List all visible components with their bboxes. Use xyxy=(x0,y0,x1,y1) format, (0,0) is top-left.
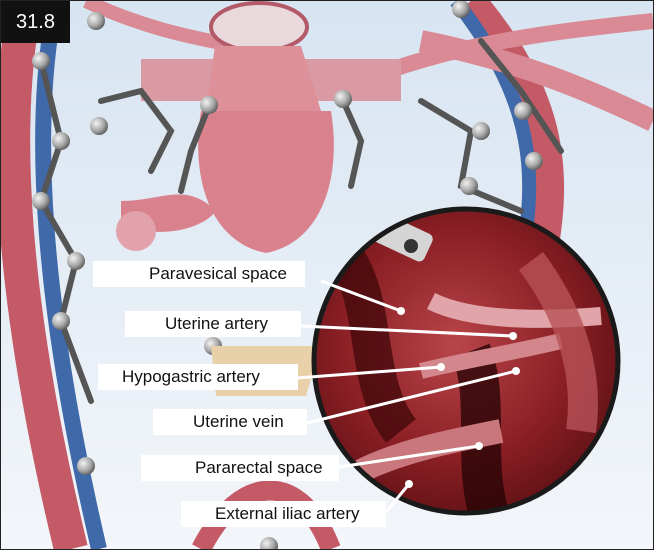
label-hypogastric-artery: Hypogastric artery xyxy=(98,364,298,390)
cervix-opening xyxy=(211,3,307,51)
figure-number-badge: 31.8 xyxy=(1,1,70,43)
label-pararectal-space: Pararectal space xyxy=(141,455,339,481)
label-uterine-artery: Uterine artery xyxy=(125,311,301,337)
ovary-left xyxy=(116,211,156,251)
label-uterine-vein: Uterine vein xyxy=(153,409,307,435)
label-paravesical-space: Paravesical space xyxy=(93,261,305,287)
uterus-body xyxy=(206,46,321,111)
label-external-iliac-artery: External iliac artery xyxy=(181,501,386,527)
